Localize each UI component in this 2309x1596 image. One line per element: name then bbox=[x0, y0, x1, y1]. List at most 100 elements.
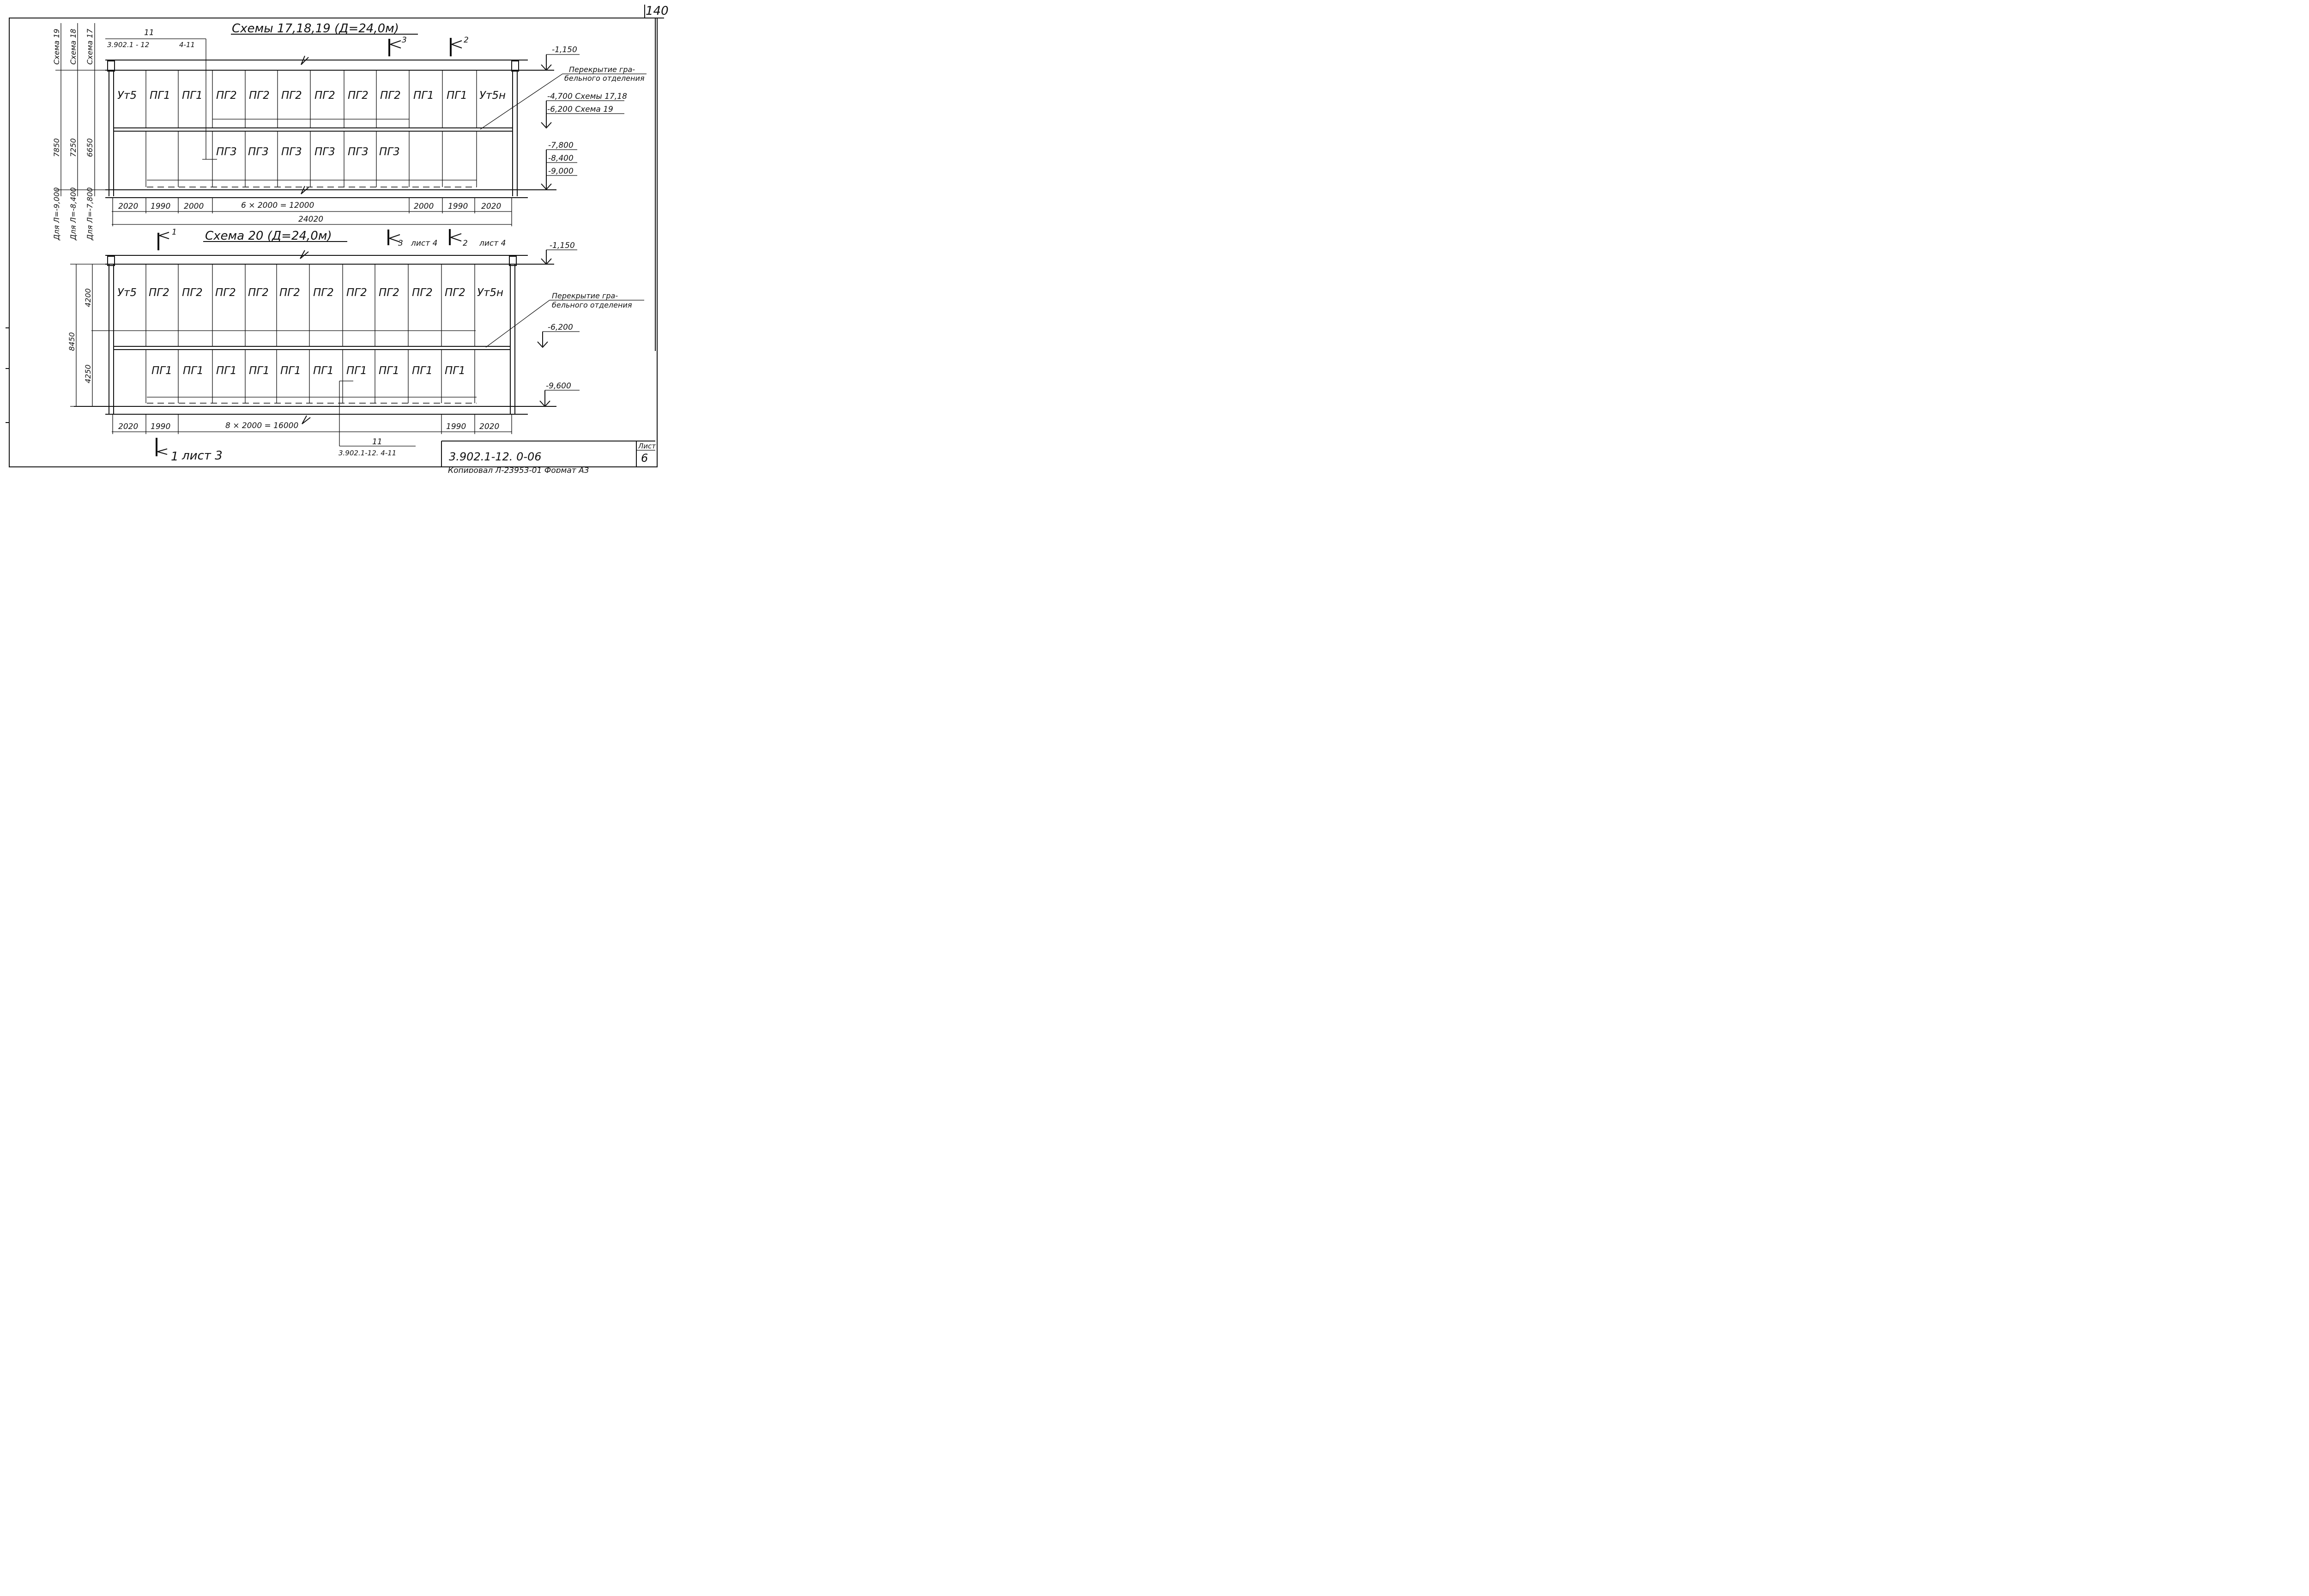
section-mark-1: 1 bbox=[157, 228, 177, 250]
top-upper-panel: ПГ2 bbox=[281, 90, 302, 102]
top-dimension: 6 × 2000 = 12000 bbox=[241, 201, 314, 210]
top-upper-panel: ПГ2 bbox=[314, 90, 335, 102]
side-height: 7250 bbox=[69, 138, 78, 157]
top-level-bottom-2: -8,400 bbox=[548, 154, 574, 163]
top-side-dims bbox=[55, 23, 107, 196]
side-scheme-label: Схема 18 bbox=[69, 29, 78, 65]
svg-text:3: 3 bbox=[402, 36, 407, 45]
bottom-upper-panel: ПГ2 bbox=[412, 287, 433, 299]
top-upper-panel: ПГ1 bbox=[182, 90, 203, 102]
bottom-lower-panel: ПГ1 bbox=[151, 365, 172, 377]
top-structure bbox=[105, 55, 556, 198]
bottom-dimension-lines bbox=[112, 414, 512, 434]
top-upper-panel: Ут5н bbox=[479, 90, 506, 102]
top-title: Схемы 17,18,19 (Д=24,0м) bbox=[232, 22, 399, 36]
bottom-upper-panel: ПГ2 bbox=[279, 287, 300, 299]
top-upper-panel: ПГ2 bbox=[216, 90, 237, 102]
side-note: Для Л=-8,400 bbox=[69, 187, 78, 241]
side-height: 7850 bbox=[52, 138, 61, 157]
technical-drawing: 140 Схемы 17,18,19 (Д=24,0м) 11 3.902.1 … bbox=[6, 4, 669, 473]
bottom-upper-panel: ПГ2 bbox=[313, 287, 334, 299]
bottom-floor-note-line1: Перекрытие гра- bbox=[552, 291, 618, 300]
top-upper-panel: ПГ2 bbox=[380, 90, 401, 102]
sheet-frame bbox=[6, 5, 664, 467]
top-level-markers bbox=[541, 54, 624, 190]
bottom-reference-number: 11 bbox=[372, 437, 382, 447]
bottom-lower-panel: ПГ1 bbox=[412, 365, 433, 377]
bottom-upper-panel: ПГ2 bbox=[149, 287, 169, 299]
svg-text:1: 1 bbox=[171, 450, 179, 464]
top-dimension: 1990 bbox=[151, 202, 170, 211]
bottom-lower-panel: ПГ1 bbox=[346, 365, 367, 377]
top-lower-panel: ПГ3 bbox=[379, 146, 400, 158]
section-mark-3: 3 bbox=[388, 36, 407, 56]
bottom-level-markers bbox=[537, 249, 580, 407]
bottom-dimension: 8 × 2000 = 16000 bbox=[225, 421, 298, 430]
bottom-level-floor: -6,200 bbox=[548, 323, 573, 332]
bottom-upper-panel: Ут5н bbox=[477, 287, 503, 299]
svg-text:2: 2 bbox=[464, 36, 469, 45]
top-dimension: 2000 bbox=[184, 202, 204, 211]
bottom-lower-panel: ПГ1 bbox=[313, 365, 334, 377]
bottom-upper-panel: ПГ2 bbox=[346, 287, 367, 299]
side-note: Для Л=-9,000 bbox=[52, 187, 61, 241]
stamp-sheet-label: Лист bbox=[638, 442, 656, 450]
top-lower-panel: ПГ3 bbox=[348, 146, 369, 158]
bottom-structure bbox=[74, 250, 556, 415]
top-reference-sheet: 4-11 bbox=[179, 41, 195, 49]
side-height: 6650 bbox=[85, 138, 94, 157]
top-dimension: 2020 bbox=[481, 202, 501, 211]
side-note: Для Л=-7,800 bbox=[85, 187, 94, 241]
bottom-floor-note-line2: бельного отделения bbox=[552, 301, 632, 309]
bottom-upper-panel: Ут5 bbox=[117, 287, 137, 299]
footer-copy-note: Копировал Л-23953-01 Формат А3 bbox=[448, 466, 589, 473]
top-upper-panel: Ут5 bbox=[117, 90, 137, 102]
top-dimension: 2000 bbox=[414, 202, 434, 211]
svg-text:лист 3: лист 3 bbox=[181, 449, 223, 463]
bottom-dimension: 1990 bbox=[446, 422, 466, 431]
section-mark-3-sheet4: 3 лист 4 bbox=[387, 230, 437, 248]
section-mark-2-sheet4: 2 лист 4 bbox=[449, 229, 506, 248]
bottom-upper-panel: ПГ2 bbox=[445, 287, 465, 299]
top-level-floor-1718: -4,700 Схемы 17,18 bbox=[547, 92, 627, 101]
bottom-title: Схема 20 (Д=24,0м) bbox=[205, 229, 332, 243]
section-mark-2: 2 bbox=[450, 36, 469, 56]
top-level-bottom-1: -7,800 bbox=[548, 141, 574, 150]
bottom-lower-panel: ПГ1 bbox=[249, 365, 270, 377]
bottom-reference-label: 3.902.1-12. 4-11 bbox=[338, 449, 396, 457]
top-level-floor-19: -6,200 Схема 19 bbox=[547, 105, 613, 114]
side-scheme-label: Схема 19 bbox=[52, 29, 61, 65]
section-mark-1-sheet3: 1 лист 3 bbox=[156, 438, 223, 464]
top-floor-note-line1: Перекрытие гра- bbox=[569, 65, 635, 74]
top-level-bottom-3: -9,000 bbox=[548, 167, 574, 176]
bottom-side-height: 8450 bbox=[67, 332, 76, 351]
stamp-sheet-number: 6 bbox=[641, 452, 648, 465]
top-upper-panel: ПГ1 bbox=[413, 90, 434, 102]
top-level-top: -1,150 bbox=[552, 45, 577, 54]
svg-text:лист 4: лист 4 bbox=[411, 239, 437, 248]
bottom-upper-panel: ПГ2 bbox=[379, 287, 399, 299]
bottom-upper-panel: ПГ2 bbox=[182, 287, 203, 299]
bottom-side-dims bbox=[70, 264, 107, 407]
bottom-lower-panel: ПГ1 bbox=[379, 365, 399, 377]
bottom-dimension: 2020 bbox=[118, 422, 138, 431]
svg-text:3: 3 bbox=[398, 239, 403, 248]
top-floor-note-line2: бельного отделения bbox=[564, 74, 645, 83]
top-dimension: 2020 bbox=[118, 202, 138, 211]
stamp-designation: 3.902.1-12. 0-06 bbox=[449, 450, 542, 463]
bottom-upper-panel: ПГ2 bbox=[248, 287, 269, 299]
bottom-lower-panel: ПГ1 bbox=[445, 365, 465, 377]
top-reference-series: 3.902.1 - 12 bbox=[107, 41, 149, 49]
top-upper-panel: ПГ2 bbox=[348, 90, 369, 102]
top-reference-number: 11 bbox=[144, 28, 154, 37]
bottom-level-top: -1,150 bbox=[550, 241, 575, 250]
side-scheme-label: Схема 17 bbox=[85, 28, 94, 65]
bottom-dimension: 2020 bbox=[479, 422, 499, 431]
bottom-side-height: 4200 bbox=[84, 288, 92, 307]
top-lower-panel: ПГ3 bbox=[216, 146, 237, 158]
bottom-dimension: 1990 bbox=[151, 422, 170, 431]
svg-text:2: 2 bbox=[463, 239, 468, 248]
top-dimension-lines bbox=[112, 198, 512, 226]
bottom-lower-panel: ПГ1 bbox=[280, 365, 301, 377]
top-lower-panel: ПГ3 bbox=[314, 146, 335, 158]
